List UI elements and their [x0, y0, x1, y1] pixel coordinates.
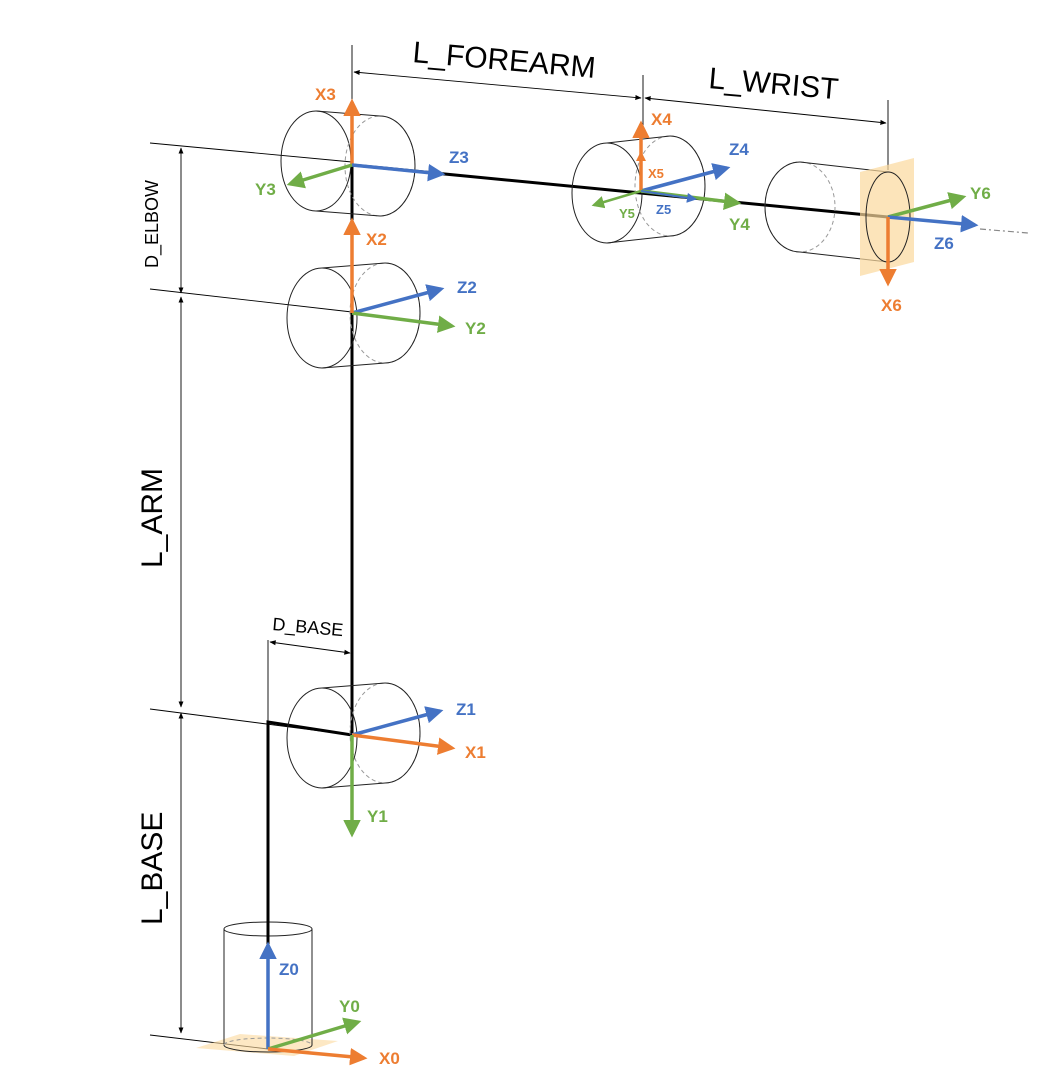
frame-4-5: X4 Z4 Y4 X5 Z5 Y5: [591, 110, 750, 234]
frame-6: Y6 Z6 X6: [879, 184, 991, 315]
d-elbow-label: D_ELBOW: [142, 180, 163, 268]
d-base-label: D_BASE: [272, 614, 345, 641]
frame-3-z-label: Z3: [449, 148, 469, 167]
frame-6-y-label: Y6: [970, 184, 991, 203]
frame-3-y-label: Y3: [255, 180, 276, 199]
frame-2-y-label: Y2: [465, 319, 486, 338]
joint-4-5-cylinder: [571, 135, 706, 244]
frame-0: Z0 Y0 X0: [259, 941, 400, 1068]
frame-1-y-label: Y1: [367, 807, 388, 826]
frame-0-x-label: X0: [379, 1049, 400, 1068]
frame-5-x-label: X5: [648, 166, 664, 181]
frame-4-y-label: Y4: [729, 215, 750, 234]
tool-axis-dashed: [979, 228, 1029, 234]
frame-1-z-label: Z1: [456, 700, 476, 719]
joint-2-cylinder: [286, 262, 421, 369]
l-base-label: L_BASE: [136, 812, 169, 925]
frame-4-z-label: Z4: [729, 140, 749, 159]
l-wrist-label: L_WRIST: [707, 62, 839, 106]
frame-2-x-label: X2: [366, 230, 387, 249]
frame-6-z-label: Z6: [934, 234, 954, 253]
frame-2: Z2 Y2 X2: [343, 217, 486, 338]
frame-5-z-label: Z5: [656, 202, 671, 217]
frame-0-z-label: Z0: [279, 960, 299, 979]
dimension-lines: [149, 45, 889, 1050]
l-forearm-label: L_FOREARM: [411, 36, 597, 85]
frame-2-z-label: Z2: [457, 278, 477, 297]
frame-3: X3 Z3 Y3: [255, 85, 469, 199]
frame-1-x-label: X1: [465, 743, 486, 762]
frame-6-x-label: X6: [881, 296, 902, 315]
frame-1: Z1 X1 Y1: [343, 700, 486, 838]
frame-4-x-label: X4: [651, 110, 672, 129]
joint-3-cylinder: [280, 110, 416, 217]
kinematic-links: [266, 163, 889, 1049]
frame-5-y-label: Y5: [619, 206, 635, 221]
frame-3-x-label: X3: [315, 85, 336, 104]
frame-0-y-label: Y0: [339, 997, 360, 1016]
l-arm-label: L_ARM: [136, 468, 169, 568]
